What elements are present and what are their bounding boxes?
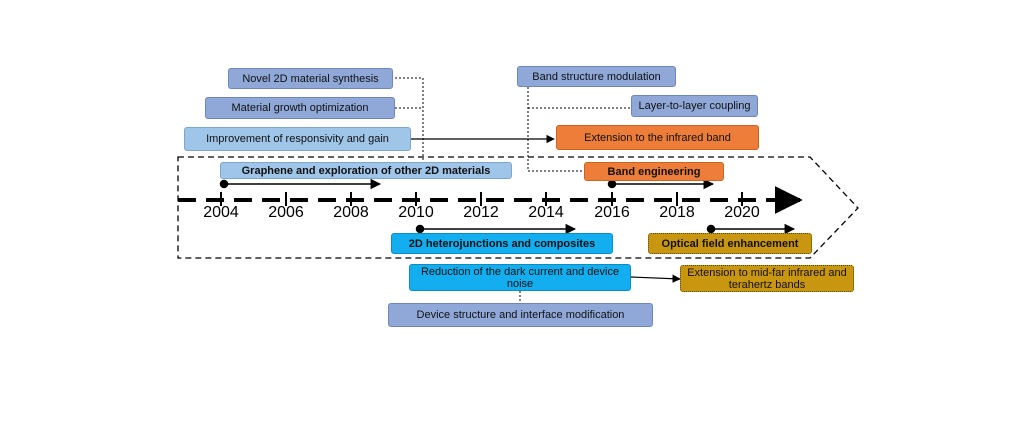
year-label-2020: 2020 [724, 204, 760, 221]
box-infrared-extension: Extension to the infrared band [556, 125, 759, 150]
box-band-structure-modulation: Band structure modulation [517, 66, 676, 87]
year-label-2014: 2014 [528, 204, 564, 221]
box-layer-coupling: Layer-to-layer coupling [631, 95, 758, 117]
year-label-2006: 2006 [268, 204, 304, 221]
box-heterojunctions-era: 2D heterojunctions and composites [391, 233, 613, 254]
left-bracket-connector [391, 77, 424, 163]
year-label-2012: 2012 [463, 204, 499, 221]
year-ticks [220, 192, 743, 206]
box-device-structure: Device structure and interface modificat… [388, 303, 653, 327]
year-label-2004: 2004 [203, 204, 239, 221]
arrow-darkcurrent-to-midfar [630, 274, 681, 283]
year-label-2016: 2016 [594, 204, 630, 221]
box-novel-synthesis: Novel 2D material synthesis [228, 68, 393, 89]
box-graphene-era: Graphene and exploration of other 2D mat… [220, 162, 512, 179]
box-growth-optimization: Material growth optimization [205, 97, 395, 119]
box-band-engineering-era: Band engineering [584, 162, 724, 181]
era-arrows [219, 178, 796, 235]
year-label-2008: 2008 [333, 204, 369, 221]
right-bracket-connector [527, 87, 632, 172]
timeline-frame [177, 156, 859, 259]
year-label-2010: 2010 [398, 204, 434, 221]
year-label-2018: 2018 [659, 204, 695, 221]
box-mid-far-infrared: Extension to mid-far infrared and terahe… [680, 265, 854, 292]
box-optical-field-era: Optical field enhancement [648, 233, 812, 254]
box-dark-current: Reduction of the dark current and device… [409, 264, 631, 291]
box-responsivity-gain: Improvement of responsivity and gain [184, 127, 411, 151]
